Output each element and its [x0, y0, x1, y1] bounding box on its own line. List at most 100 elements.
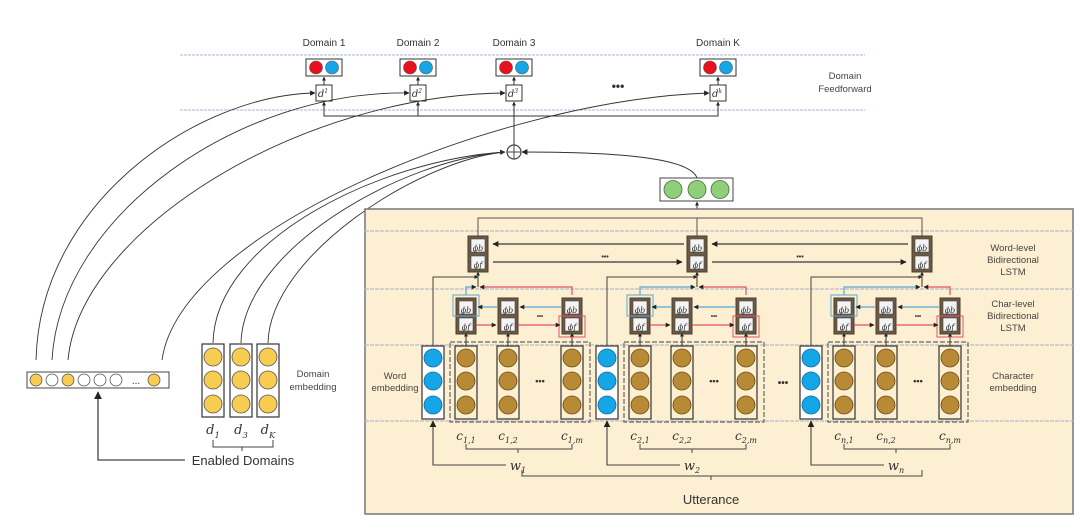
- word-label: w2: [684, 459, 700, 475]
- domain-embedding-name-base: d: [261, 423, 269, 438]
- word-embedding-label-line: Word: [384, 371, 407, 382]
- lstm-backward-cell: [914, 238, 930, 253]
- lstm-backward-label: ϕb: [917, 244, 928, 253]
- lstm-forward-label: ϕf: [462, 323, 472, 332]
- char-embedding-node: [672, 348, 692, 368]
- char-embedding-node: [940, 348, 960, 368]
- domain-embedding-name: d3: [234, 423, 248, 440]
- domain-node-box: [505, 84, 523, 102]
- domain-embedding-name: dK: [261, 423, 276, 440]
- char-embedding-node: [876, 348, 896, 368]
- connection-curve: [67, 90, 506, 361]
- lstm-backward-cell: [689, 238, 705, 253]
- char-embedding-node: [736, 348, 756, 368]
- domain-output-node-positive: [325, 60, 339, 75]
- word-lstm-top-bus: [477, 217, 923, 236]
- domain-node-label: d2: [412, 88, 422, 100]
- domain-node-label-base: d: [412, 89, 418, 100]
- lstm-forward-cell: [836, 317, 852, 332]
- word-to-embedding-arrow: [429, 420, 506, 466]
- enabled-domain-node: [147, 373, 161, 387]
- char-embedding-node: [736, 395, 756, 415]
- enabled-domain-node: [29, 373, 43, 387]
- domain-output-1: Domain 1d1: [303, 38, 346, 116]
- word-ellipsis: •••: [778, 378, 789, 389]
- lstm-forward-cell: [632, 317, 648, 332]
- char-embedding-node: [876, 371, 896, 391]
- domain-output-node-negative: [499, 60, 513, 75]
- lstm-backward-cell: [458, 300, 474, 315]
- word-to-embedding-arrow: [807, 420, 884, 466]
- connection-curve: [161, 90, 710, 361]
- lstm-forward-cell: [738, 317, 754, 332]
- word-emb-to-lstm: [606, 275, 698, 346]
- lstm-forward-label: ϕf: [474, 261, 484, 270]
- utterance-vector: [521, 149, 734, 218]
- word-embedding-node: [801, 371, 821, 391]
- char-lstm-label-line: LSTM: [1000, 323, 1025, 334]
- enabled-domains-arrow: [94, 391, 185, 461]
- disabled-domain-node: [109, 373, 123, 387]
- domain-output-node-positive: [719, 60, 733, 75]
- char-embedding-node: [672, 371, 692, 391]
- connection-curves: [35, 90, 710, 361]
- char-lstm-label-line: Bidirectional: [987, 311, 1039, 322]
- domain-feedforward-label-2: Feedforward: [818, 84, 871, 95]
- lstm-forward-cell: [914, 255, 930, 270]
- char-embedding-node: [456, 395, 476, 415]
- word-embedding-node: [597, 348, 617, 368]
- char-embedding-node: [630, 371, 650, 391]
- char-embedding-node: [672, 395, 692, 415]
- chars-brace: [639, 444, 747, 453]
- word-label-sub: 2: [694, 466, 700, 475]
- char-label-sub: n,m: [946, 436, 962, 445]
- connection-curve: [240, 151, 506, 344]
- domain-node-box: [709, 84, 727, 102]
- lstm-backward-label: ϕb: [635, 306, 646, 315]
- word-embedding-node: [801, 395, 821, 415]
- word-lstm-label-line: LSTM: [1000, 267, 1025, 278]
- char-embedding-node: [630, 348, 650, 368]
- domain-output-node-negative: [403, 60, 417, 75]
- word-lstm-ellipsis: •••: [796, 254, 804, 261]
- domain-label: Domain K: [696, 38, 740, 49]
- domain-output-2: Domain 2d2: [397, 38, 440, 116]
- char-lstm-label-line: Char-level: [991, 299, 1034, 310]
- lstm-backward-cell: [674, 300, 690, 315]
- domain-output-4: Domain Kdk: [696, 38, 740, 116]
- chars-brace: [843, 444, 951, 453]
- domain-embedding-label-1: Domain: [297, 369, 330, 380]
- char-embedding-node: [562, 395, 582, 415]
- disabled-domain-node: [77, 373, 91, 387]
- lstm-backward-label: ϕb: [503, 306, 514, 315]
- utterance-label: Utterance: [683, 492, 739, 507]
- char-embedding-node: [940, 371, 960, 391]
- char-label-sub: n,2: [883, 436, 896, 445]
- lstm-forward-cell: [878, 317, 894, 332]
- domain-embedding-column: d3: [229, 343, 253, 440]
- domain-embedding-node: [231, 394, 251, 414]
- lstm-backward-label: ϕb: [461, 306, 472, 315]
- word-embedding-node: [801, 348, 821, 368]
- word-emb-to-lstm: [810, 275, 923, 346]
- char-embedding-node: [834, 395, 854, 415]
- word-lstm-label-line: Word-level: [990, 243, 1035, 254]
- char-lstm-ellipsis: •••: [537, 314, 543, 320]
- domain-output-node-negative: [703, 60, 717, 75]
- lstm-forward-label: ϕf: [693, 261, 703, 270]
- utterance-node: [710, 180, 730, 199]
- lstm-backward-cell: [500, 300, 516, 315]
- domain-embedding-node: [258, 347, 278, 367]
- domain-node-label: d1: [318, 88, 328, 100]
- domain-embedding-name-base: d: [234, 423, 242, 438]
- lstm-forward-cell: [500, 317, 516, 332]
- lstm-forward-label: ϕf: [742, 323, 752, 332]
- word-embedding-label-line: embedding: [371, 383, 418, 394]
- char-ellipsis: •••: [535, 376, 544, 386]
- domain-node-label-base: d: [318, 89, 324, 100]
- domain-embedding-name-sub: K: [268, 430, 276, 440]
- word-embedding-node: [423, 371, 443, 391]
